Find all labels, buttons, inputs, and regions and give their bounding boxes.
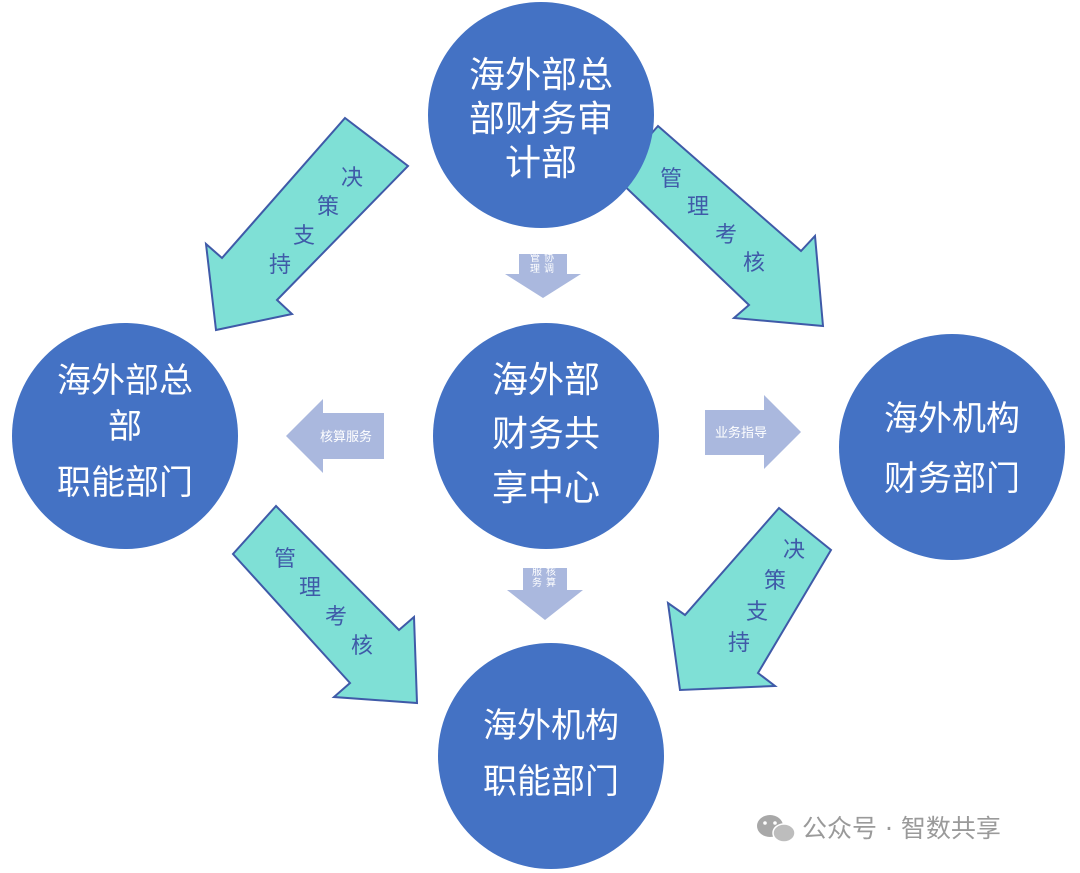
accounting-service-arrow-left: 核算服务 (286, 399, 384, 473)
arrow-char: 理 (299, 576, 321, 601)
arrow-char: 核 (351, 634, 373, 659)
arrow-char: 核 (743, 251, 765, 276)
arrow-label: 服务 (532, 566, 542, 589)
coordinate-manage-arrow: 协调 管理 (505, 251, 581, 298)
management-review-arrow-bottom-left: 管 理 考 核 (231, 504, 419, 705)
accounting-service-arrow-down: 核算 服务 (507, 565, 583, 620)
hq-finance-audit-node: 海外部总 部财务审 计部 (428, 2, 654, 228)
arrow-char: 决 (341, 166, 363, 191)
decision-support-arrow-bottom-right: 决 策 支 持 (666, 506, 833, 692)
branch-finance-node: 海外机构 财务部门 (839, 334, 1065, 560)
arrow-char: 策 (764, 569, 786, 594)
arrow-char: 管 (660, 167, 682, 192)
watermark-text: 公众号 · 智数共享 (802, 814, 1001, 843)
node-label: 海外机构 (884, 399, 1020, 439)
node-label: 计部 (505, 143, 577, 184)
arrow-label: 管理 (530, 251, 540, 275)
node-label: 部财务审 (469, 99, 613, 140)
wechat-icon (757, 815, 796, 843)
node-label: 海外部 (492, 360, 600, 401)
node-label: 财务部门 (884, 459, 1020, 499)
node-label: 财务共 (492, 414, 600, 455)
node-label: 部 (108, 407, 142, 447)
branch-functional-node: 海外机构 职能部门 (438, 643, 664, 869)
arrow-char: 考 (325, 605, 347, 630)
decision-support-arrow-left: 决 策 支 持 (204, 116, 410, 332)
arrow-label: 核算服务 (320, 429, 372, 445)
node-label: 享中心 (492, 468, 600, 509)
arrow-char: 考 (715, 223, 737, 248)
arrow-char: 理 (687, 195, 709, 220)
node-label: 职能部门 (483, 762, 619, 802)
hq-functional-node: 海外部总 部 职能部门 (12, 323, 238, 549)
shared-center-node: 海外部 财务共 享中心 (433, 323, 659, 549)
node-label: 海外部总 (57, 361, 193, 401)
arrow-char: 持 (269, 253, 291, 278)
business-guidance-arrow: 业务指导 (705, 395, 801, 469)
management-review-arrow-top-right: 管 理 考 核 (612, 124, 825, 328)
node-label: 职能部门 (57, 463, 193, 503)
arrow-char: 策 (317, 195, 339, 220)
arrow-char: 持 (728, 631, 750, 656)
watermark: 公众号 · 智数共享 (757, 814, 1001, 843)
arrow-label: 协调 (544, 251, 554, 275)
arrow-char: 支 (746, 600, 768, 625)
arrow-label: 核算 (546, 565, 556, 589)
node-label: 海外机构 (483, 706, 619, 746)
arrow-label: 业务指导 (715, 425, 767, 441)
arrow-char: 支 (293, 224, 315, 249)
arrow-char: 管 (274, 547, 296, 572)
arrow-char: 决 (783, 538, 805, 563)
node-label: 海外部总 (469, 55, 613, 96)
